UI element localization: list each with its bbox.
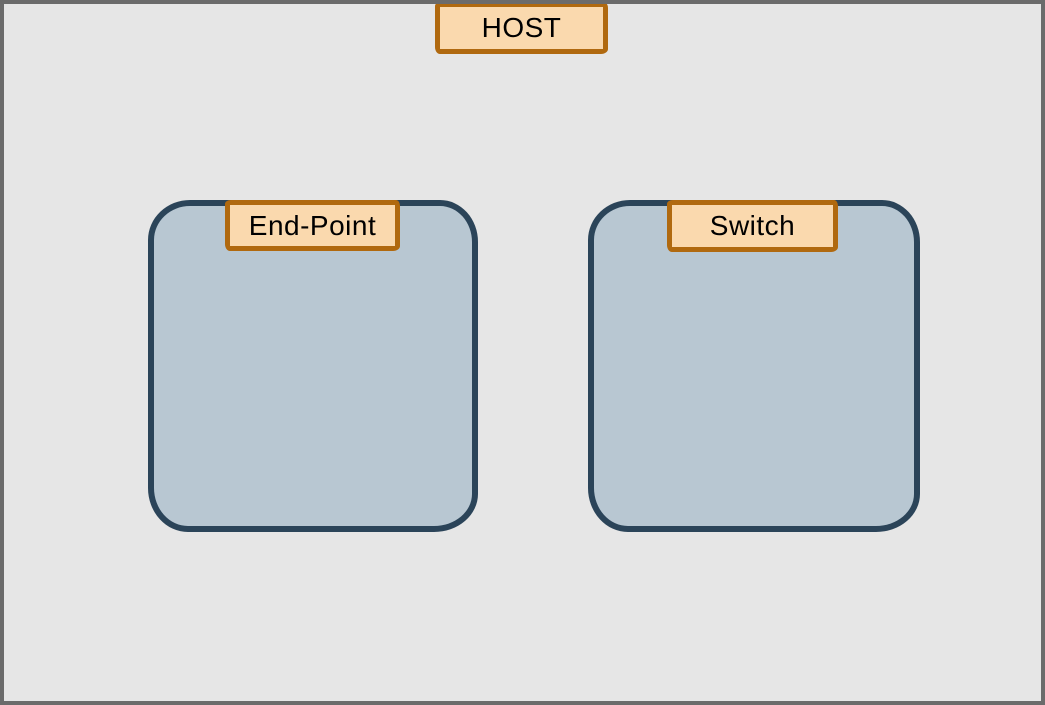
- switch-container[interactable]: [588, 200, 920, 532]
- end-point-node-text: End-Point: [248, 209, 377, 241]
- host-node-label[interactable]: HOST: [435, 4, 608, 54]
- switch-node-text: Switch: [709, 210, 796, 241]
- switch-node-label[interactable]: Switch: [667, 200, 838, 252]
- end-point-node-label[interactable]: End-Point: [225, 200, 400, 251]
- host-node-text: HOST: [481, 12, 562, 43]
